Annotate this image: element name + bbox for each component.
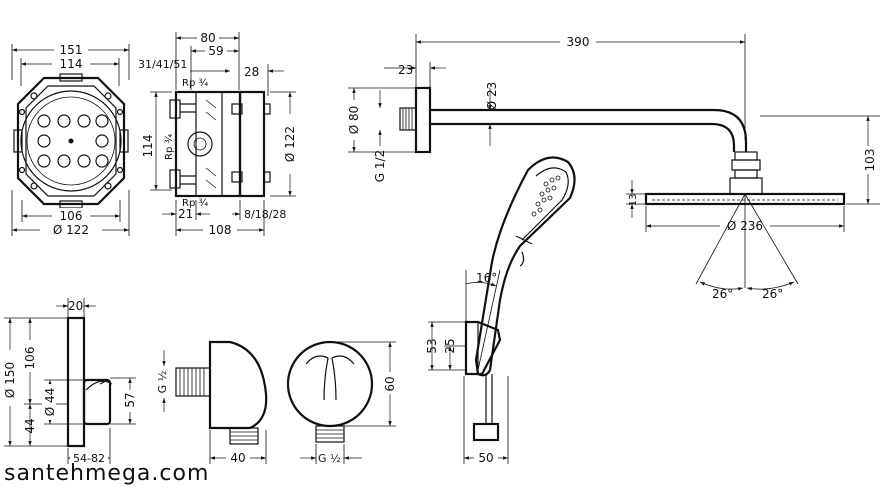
dim-side-width-59: 59 xyxy=(208,44,223,58)
mounting-box-side-view: 80 59 31/41/51 28 Rp ¾ Rp ¾ Rp ¾ 114 xyxy=(138,30,297,237)
dim-box-width-bottom: 106 xyxy=(60,209,83,223)
wall-outlet-elbow-front: 60 G ½ xyxy=(286,340,397,465)
hand-shower-with-holder: 16° 53 25 50 xyxy=(425,156,576,465)
watermark: santehmega.com xyxy=(4,461,209,486)
dim-elbow-40: 40 xyxy=(230,451,245,465)
dim-side-range-bottom: 8/18/28 xyxy=(244,208,286,221)
dim-box-width-outer: 151 xyxy=(60,43,83,57)
dim-handle-diameter-44: Ø 44 xyxy=(43,388,57,417)
dim-plate-106: 106 xyxy=(23,347,37,370)
mounting-box-front-view: 151 114 106 xyxy=(11,42,130,237)
dim-spray-angle-left: 26° xyxy=(712,287,733,301)
dim-head-thickness-13: 13 xyxy=(628,194,639,207)
dim-plate-20: 20 xyxy=(68,299,83,313)
dim-arm-diameter-23: Ø 23 xyxy=(485,82,499,111)
dim-head-drop-103: 103 xyxy=(863,149,877,172)
dim-plate-44: 44 xyxy=(23,418,37,433)
dim-arm-thread: G 1/2 xyxy=(373,150,387,182)
dim-side-left-range: 31/41/51 xyxy=(138,58,187,71)
dim-box-diameter: Ø 122 xyxy=(53,223,89,237)
dim-elbow-60: 60 xyxy=(383,376,397,391)
trim-plate-side-view: 20 Ø 150 106 44 Ø 44 57 54-82 xyxy=(2,298,137,465)
dim-side-21: 21 xyxy=(178,207,193,221)
shower-arm-and-head: 390 23 Ø 23 Ø 80 G 1/2 xyxy=(346,34,880,301)
label-rp-mid: Rp ¾ xyxy=(164,134,175,160)
dim-side-28: 28 xyxy=(244,65,259,79)
dim-spray-angle-right: 26° xyxy=(762,287,783,301)
wall-outlet-elbow-side: G ½ 40 xyxy=(156,340,268,465)
dim-handle-57: 57 xyxy=(123,392,137,407)
dim-elbow-thread-bottom: G ½ xyxy=(318,452,341,465)
dim-side-108: 108 xyxy=(209,223,232,237)
dim-box-width-inner: 114 xyxy=(60,57,83,71)
dim-hand-shower-angle: 16° xyxy=(476,271,497,285)
label-rp-top: Rp ¾ xyxy=(182,78,208,89)
dim-side-height-114: 114 xyxy=(141,135,155,158)
dim-arm-length-390: 390 xyxy=(567,35,590,49)
dim-arm-23: 23 xyxy=(398,63,413,77)
dim-flange-diameter-80: Ø 80 xyxy=(347,106,361,135)
dim-hose-width-50: 50 xyxy=(478,451,493,465)
label-rp-bottom: Rp ¾ xyxy=(182,198,208,209)
dim-side-diameter-122: Ø 122 xyxy=(283,126,297,162)
dim-plate-diameter-150: Ø 150 xyxy=(3,362,17,398)
dim-side-width-80: 80 xyxy=(200,31,215,45)
dim-holder-25: 25 xyxy=(443,338,457,353)
dim-elbow-thread: G ½ xyxy=(156,371,169,394)
dim-holder-53: 53 xyxy=(425,338,439,353)
dim-plate-range: 54-82 xyxy=(73,452,105,465)
